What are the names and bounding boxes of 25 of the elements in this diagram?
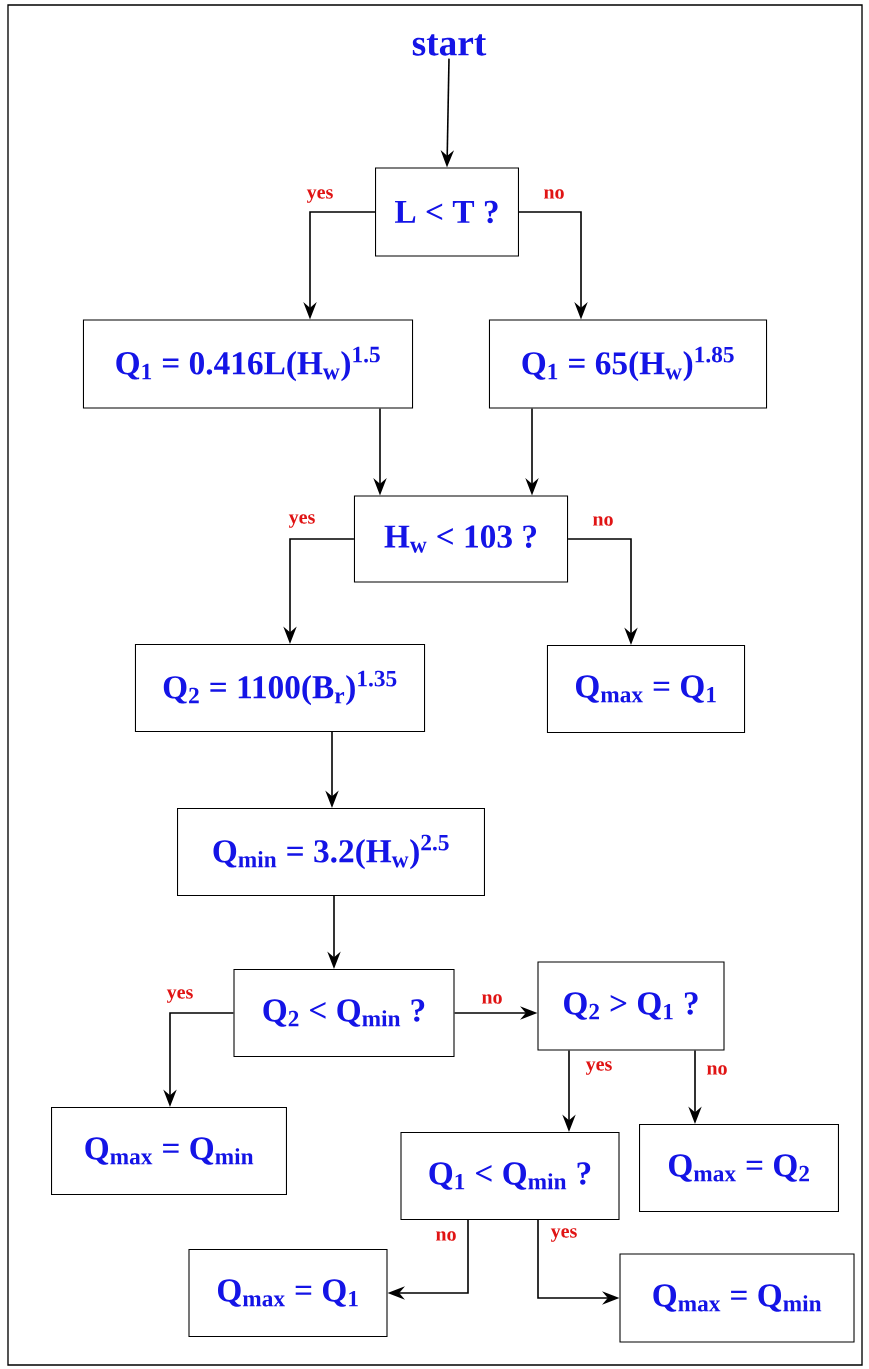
decision-box: L < T ? — [375, 167, 519, 257]
edge-label: yes — [584, 1059, 614, 1077]
decision-box: H$_{w}$ < 103 ? — [353, 495, 569, 583]
process-box: Q$_{max}$ = Q$_{1}$ — [188, 1249, 388, 1337]
edge-label: no — [542, 187, 566, 201]
process-box: Q$_{max}$ = Q$_{min}$ — [619, 1253, 855, 1343]
edge-label: no — [705, 1063, 729, 1077]
edge-label: yes — [165, 987, 195, 1005]
decision-box: Q$_{1}$ < Q$_{min}$ ? — [400, 1132, 620, 1220]
process-box: Q$_{1}$ = 0.416L(H$_{w}$)$^{1.5}$ — [82, 319, 414, 409]
process-box: Q$_{max}$ = Q$_{min}$ — [51, 1107, 287, 1195]
edge-label: yes — [305, 187, 335, 205]
edge-label: no — [434, 1229, 458, 1243]
decision-box: Q$_{2}$ < Q$_{min}$ ? — [233, 969, 455, 1057]
edge-label: no — [591, 514, 615, 528]
decision-box: Q$_{2}$ > Q$_{1}$ ? — [537, 961, 725, 1051]
edge-label: yes — [549, 1226, 579, 1244]
start-label: start — [412, 34, 487, 56]
edge-label: no — [480, 992, 504, 1006]
process-box: Q$_{max}$ = Q$_{2}$ — [639, 1124, 839, 1212]
edge-label: yes — [287, 512, 317, 530]
process-box: Q$_{1}$ = 65(H$_{w}$)$^{1.85}$ — [488, 319, 768, 409]
process-box: Q$_{min}$ = 3.2(H$_{w}$)$^{2.5}$ — [177, 808, 485, 896]
process-box: Q$_{2}$ = 1100(B$_{r}$)$^{1.35}$ — [134, 644, 426, 732]
process-box: Q$_{max}$ = Q$_{1}$ — [546, 645, 746, 733]
